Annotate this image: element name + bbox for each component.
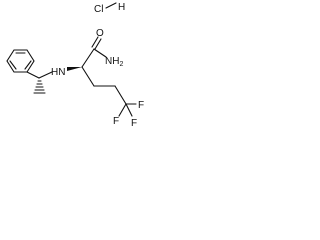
alpha-to-carbonyl-bond (81, 48, 95, 68)
benzylic-to-ring-bond (26, 71, 40, 79)
ring-double-bond-3 (24, 60, 32, 70)
cf-bond-3 (125, 103, 133, 117)
fluorine-label-2: F (138, 100, 144, 111)
phenyl-ring (6, 49, 35, 73)
amide-group: O NH2 (91, 28, 123, 68)
nh-to-benzylic-bond (38, 71, 53, 79)
fluorine-label-1: F (113, 116, 119, 127)
backbone-chain (67, 48, 127, 105)
cf-bond-1 (118, 103, 127, 117)
hcl-chlorine-label: Cl (94, 4, 103, 15)
structure-diagram: Cl H O NH2 F F F HN (6, 2, 144, 129)
amine-nh-label: HN (51, 67, 65, 78)
fluorine-label-3: F (131, 118, 137, 129)
carbonyl-double-bond-a (91, 36, 99, 48)
benzylic-center (26, 71, 46, 94)
ring-double-bond-1 (9, 60, 17, 70)
stereo-wedge-alpha (67, 67, 82, 71)
hcl-bond (105, 2, 117, 9)
phenyl-ring-outline (6, 49, 35, 73)
amide-nh2-label: NH2 (105, 56, 123, 68)
gamma-to-cf3-bond (114, 85, 127, 105)
amide-cn-bond (93, 48, 107, 58)
trifluoromethyl-group: F F F (113, 100, 144, 129)
carbonyl-double-bond-b (94, 38, 102, 50)
amide-oxygen-label: O (96, 28, 104, 39)
hcl-hydrogen-label: H (118, 2, 125, 13)
hydrochloride-group: Cl H (94, 2, 125, 15)
alpha-to-beta-bond (81, 66, 95, 87)
amine-group: HN (38, 67, 65, 79)
